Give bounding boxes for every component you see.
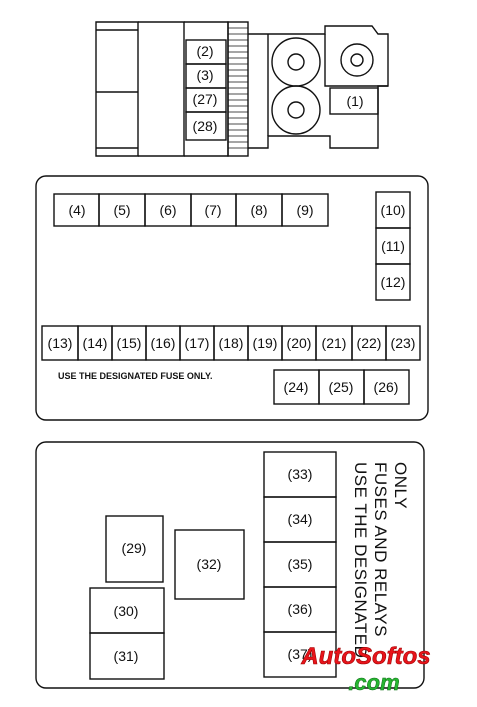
fuse-label: (4) (68, 202, 85, 218)
fuse-label: (10) (381, 202, 406, 218)
relay-label: (32) (197, 556, 222, 572)
watermark-text: AutoSoftos (300, 643, 430, 670)
designated-relays-note-line1: USE THE DESIGNATED (351, 462, 370, 658)
fuse-label: (16) (151, 335, 176, 351)
fuse-label: (20) (287, 335, 312, 351)
relay-label: (33) (288, 466, 313, 482)
fuse-label: (3) (196, 67, 213, 83)
fuse-label: (18) (219, 335, 244, 351)
fuse-label: (9) (296, 202, 313, 218)
fuse-label: (15) (117, 335, 142, 351)
fuse-label: (26) (374, 379, 399, 395)
fuse-label: (17) (185, 335, 210, 351)
fuse-label: (28) (193, 118, 218, 134)
fuse-label: (19) (253, 335, 278, 351)
fuse-label: (5) (113, 202, 130, 218)
bottom-relay-panel (35, 441, 425, 689)
fuse-label: (22) (357, 335, 382, 351)
top-fuse-block (95, 21, 389, 157)
fuse-label: (8) (250, 202, 267, 218)
fuse-label: (6) (159, 202, 176, 218)
fuse-label: (2) (196, 43, 213, 59)
fuse-label: (7) (204, 202, 221, 218)
fuse-label: (23) (391, 335, 416, 351)
fuse-label: (14) (83, 335, 108, 351)
relay-label: (29) (122, 540, 147, 556)
relay-label: (31) (114, 648, 139, 664)
fuse-label: (27) (193, 91, 218, 107)
watermark-domain: .com (348, 670, 399, 695)
fuse-label: (21) (322, 335, 347, 351)
relay-label: (35) (288, 556, 313, 572)
relay-label: (36) (288, 601, 313, 617)
relay-label: (30) (114, 603, 139, 619)
relay-label: (1) (346, 93, 363, 109)
fuse-label: (25) (329, 379, 354, 395)
designated-fuse-note: USE THE DESIGNATED FUSE ONLY. (58, 371, 213, 381)
fuse-label: (24) (284, 379, 309, 395)
relay-label: (37) (288, 646, 313, 662)
middle-fuse-panel (35, 175, 429, 421)
designated-relays-note-line3: ONLY (391, 462, 410, 509)
relay-label: (34) (288, 511, 313, 527)
designated-relays-note-line2: FUSES AND RELAYS (371, 462, 390, 637)
fuse-label: (13) (48, 335, 73, 351)
fuse-label: (11) (381, 238, 405, 254)
fuse-label: (12) (381, 274, 406, 290)
